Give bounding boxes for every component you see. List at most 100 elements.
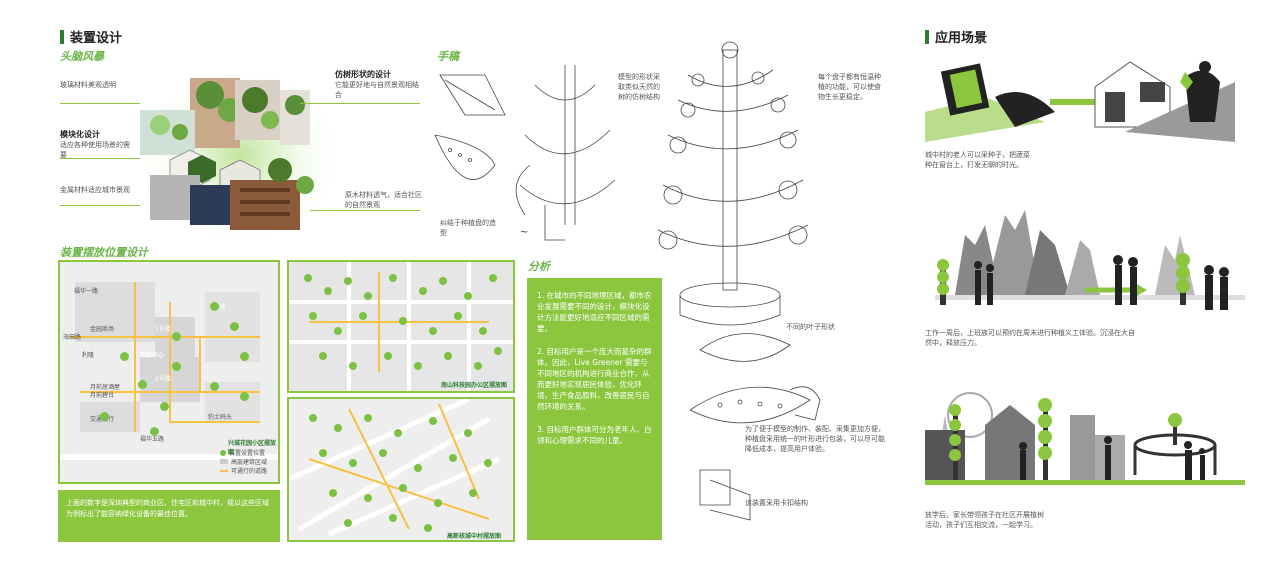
placement-marker [334,327,342,335]
placement-marker [344,519,352,527]
leaf-sketch [680,320,830,540]
design-title: 装置设计 [70,31,123,46]
placement-marker [379,449,387,457]
map-label: 海田路 [63,334,82,341]
note-glass: 玻璃材料美观透明 [60,81,116,89]
map-office: 南山科技园办公区摆放图 [287,260,515,393]
placement-marker [160,402,169,411]
placement-marker [230,322,239,331]
placement-marker [399,484,407,492]
application-title: 应用场景 [935,31,988,46]
legend-item: 高层建筑区域 [220,457,267,466]
placement-marker [434,499,442,507]
placement-marker [210,302,219,311]
placement-marker [389,514,397,522]
note-sketch-mold: 为了便于模型的制作、装配、采集更加方便，种植盘采用统一的叶形进行包装，可以尽可能… [745,425,885,453]
note-sketch-tray: 纠结于种植盘的造型 [440,219,496,237]
map-label: 豹土码头 [208,414,233,421]
legend-dot [220,449,226,456]
map-label: 2号楼 [155,376,171,383]
placement-marker [464,292,472,300]
placement-marker [479,327,487,335]
note-wood: 原木材料透气，适合社区的自然景观 [345,191,422,209]
scene-1-caption: 城中村的老人可以采种子，把蔬菜种在窗台上，打发无聊的时光。 [925,151,1030,169]
map-label: 利隆 [82,352,95,359]
placement-marker [469,489,477,497]
legend-item: 装置设置位置 [220,448,267,457]
placement-marker [424,524,432,532]
scene-1-illustration [925,52,1245,147]
tree-sketch [648,40,813,330]
legend-label: 可通行的道路 [231,468,268,475]
placement-title: 装置摆放位置设计 [60,246,148,259]
placement-marker [100,412,109,421]
legend-swatch [220,469,228,472]
placement-marker [120,352,129,361]
legend-label: 高层建筑区域 [231,459,268,466]
placement-marker [210,382,219,391]
placement-marker [484,459,492,467]
placement-marker [384,352,392,360]
map-label: 福华一路 [74,288,99,295]
analysis-title: 分析 [528,260,550,273]
placement-marker [172,332,181,341]
placement-marker [364,414,372,422]
placement-marker [172,362,181,371]
leader-line [60,205,140,206]
design-section-title: 装置设计 [60,27,122,46]
placement-marker [329,489,337,497]
map-legend: 装置设置位置 高层建筑区域 可通行的道路 [220,448,267,475]
placement-marker [429,417,437,425]
map-label: 金园商场 [90,326,115,333]
placement-marker [414,464,422,472]
map3-caption: 高新核城中村摆放图 [447,533,502,540]
note-sketch-leaf: 不同的叶子形状 [786,323,835,331]
legend-label: 装置设置位置 [229,450,266,457]
leader-line [60,158,140,159]
placement-marker [319,449,327,457]
application-section-title: 应用场景 [925,27,987,46]
analysis-point-2: 2. 目标用户是一个庞大而复杂的群体。因此，Live Greener 需要与不同… [537,347,652,411]
map-village: 高新核城中村摆放图 [287,397,515,542]
brainstorm-subtitle: 头脑风暴 [60,50,104,63]
placement-marker [240,352,249,361]
map-label: 月前居酒屋 [90,384,121,391]
placement-marker [444,352,452,360]
placement-marker [344,277,352,285]
modular-title: 模块化设计 [60,130,100,139]
leader-line [60,103,140,104]
leader-line [300,103,420,104]
placement-marker [449,454,457,462]
map-residential: 福华一路 金园商场 利隆 月前居酒屋 月前碧台 交通银行 福华五路 豹土码头 海… [58,260,280,484]
brainstorm-collage [130,70,340,240]
leader-line [310,210,420,211]
tree-body: 它能更好地与自然景观相结合 [335,81,419,99]
note-metal: 金属材料适应城市景观 [60,186,130,194]
placement-marker [304,274,312,282]
scene-3-illustration [925,375,1245,500]
tree-title: 仿树形状的设计 [335,70,391,79]
placement-marker [494,347,502,355]
analysis-point-3: 3. 目标用户群体可分为老年人、白领和心理需求不同的儿童。 [537,425,652,445]
note-sketch-clip: 该装置采用卡扣结构 [745,499,808,507]
sketch-drawing: ~ [425,55,650,255]
note-sketch-tree: 模型的形状采取类似天然的树的仿树结构 [618,73,660,101]
legend-item: 可通行的道路 [220,466,267,475]
analysis-point-1: 1. 在城市的不同地理区域，都市农业发展需要不同的设计，模块化设计方法能更好地适… [537,291,652,333]
placement-marker [419,287,427,295]
placement-marker [399,317,407,325]
title-bar [60,29,64,44]
map2-caption: 南山科技园办公区摆放图 [441,382,508,389]
placement-marker [309,312,317,320]
modular-body: 适应各种使用场景的需要 [60,141,130,159]
placement-marker [364,494,372,502]
map-label: 月前碧台 [90,392,115,399]
analysis-box: 1. 在城市的不同地理区域，都市农业发展需要不同的设计，模块化设计方法能更好地适… [527,278,662,540]
svg-text:~: ~ [520,227,528,238]
placement-marker [429,327,437,335]
placement-marker [150,427,159,436]
placement-marker [489,274,497,282]
note-modular: 模块化设计 适应各种使用场景的需要 [60,130,130,160]
placement-marker [319,352,327,360]
sketch-title: 手稿 [437,50,459,63]
